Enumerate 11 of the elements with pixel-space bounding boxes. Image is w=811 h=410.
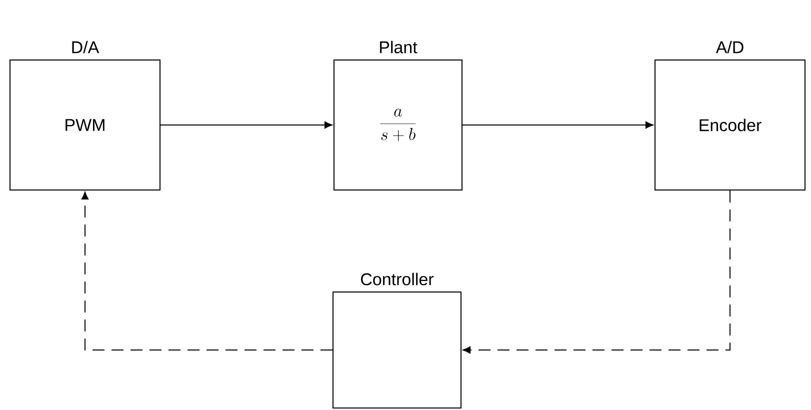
block-box: $\frac{a}{s+b}$ <box>334 60 462 190</box>
heading-label: A/D <box>716 40 744 54</box>
heading-label: D/A <box>72 40 100 54</box>
block-box: Encoder <box>654 60 806 190</box>
heading-label: Plant <box>380 40 418 54</box>
arrow <box>462 190 730 354</box>
arrow <box>81 192 333 350</box>
arrow <box>160 121 332 129</box>
heading-label: Controller <box>361 272 434 286</box>
arrow <box>462 121 654 129</box>
block-box: PWM <box>10 60 160 190</box>
